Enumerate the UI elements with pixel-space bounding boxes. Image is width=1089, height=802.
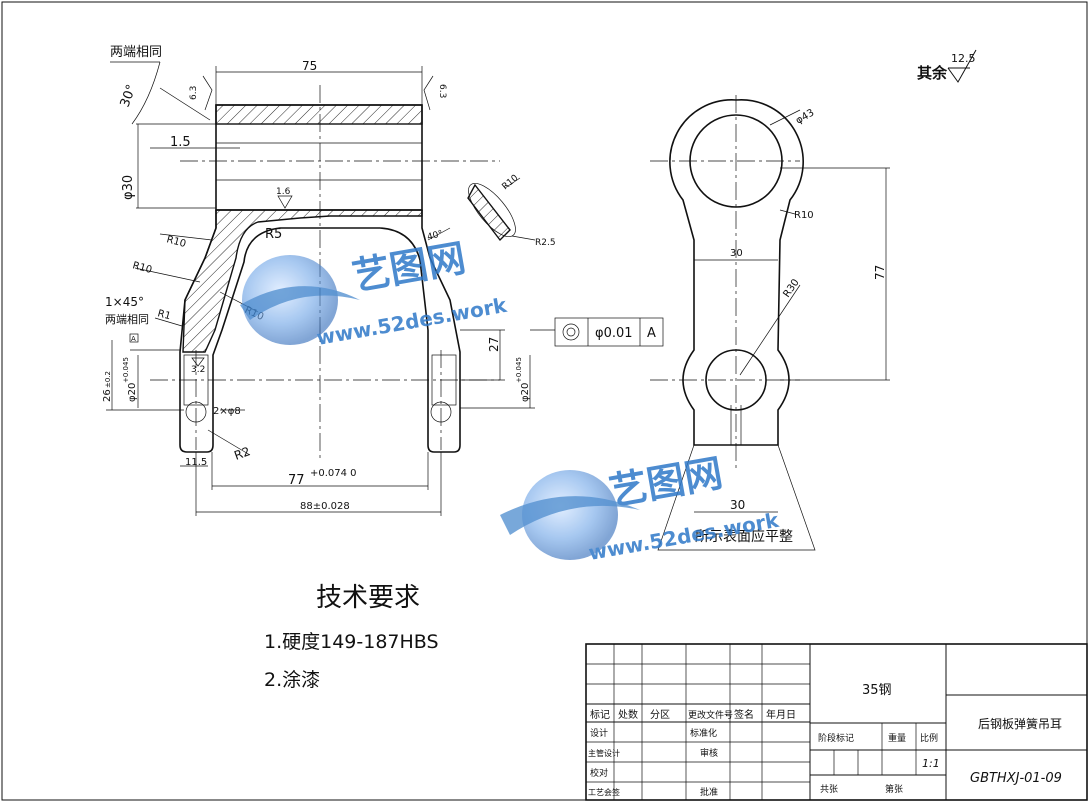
dim-step: 1.5 bbox=[170, 135, 191, 150]
dim-phi20-right-tol: +0.045 bbox=[515, 357, 523, 383]
tolerance-frame bbox=[554, 317, 664, 347]
tb-header-4: 签名 bbox=[734, 708, 754, 721]
dim-phi20-left: φ20 bbox=[127, 383, 138, 402]
r5-label: R5 bbox=[265, 227, 282, 242]
detail-r25: R2.5 bbox=[535, 238, 556, 248]
roughness-right: 6.3 bbox=[437, 84, 447, 98]
tb-header-3: 更改文件号 bbox=[688, 709, 733, 721]
tb-row-6: 批准 bbox=[700, 786, 718, 798]
r1-label: R1 bbox=[156, 308, 172, 322]
watermark-brand-1: 艺图网 bbox=[349, 236, 469, 299]
detail-r10: R10 bbox=[501, 173, 521, 192]
top-width-label: 75 bbox=[302, 59, 317, 73]
part-name: 后钢板弹簧吊耳 bbox=[978, 716, 1062, 731]
r2-label: R2 bbox=[232, 444, 252, 463]
scale-value: 1:1 bbox=[922, 757, 940, 770]
watermark-url-1: www.52des.work bbox=[315, 293, 509, 350]
tolerance-datum: A bbox=[647, 326, 656, 341]
dim-26-tol: ±0.2 bbox=[104, 371, 112, 388]
tb-header-0: 标记 bbox=[590, 709, 610, 721]
drawing-number: GBTHXJ-01-09 bbox=[970, 771, 1062, 786]
tolerance-symbol: ◎ bbox=[564, 337, 565, 339]
tb-header-1: 处数 bbox=[618, 708, 638, 721]
note-both-ends-bottom: 两端相同 bbox=[105, 313, 149, 326]
title-block: 标记 处数 分区 更改文件号 签名 年月日 设计 标准化 主管设计 审核 校对 … bbox=[585, 643, 1088, 801]
r10-right: R10 bbox=[794, 210, 814, 221]
weight-label: 重量 bbox=[888, 732, 906, 744]
dim-phi20-left-tol: +0.045 bbox=[122, 357, 130, 383]
sheet-total: 共张 bbox=[820, 784, 838, 795]
roughness-symbol: 其余 12.5 bbox=[917, 49, 977, 83]
tb-row-0: 设计 bbox=[590, 727, 608, 739]
r10-b: R10 bbox=[131, 260, 153, 276]
tb-row-3: 审核 bbox=[700, 747, 718, 759]
tb-row-5: 工艺会签 bbox=[588, 787, 620, 797]
dim-77-right: 77 bbox=[873, 265, 887, 280]
dim-bore: φ30 bbox=[121, 175, 136, 200]
chamfer-label: 1×45° bbox=[105, 295, 144, 309]
datum-a: A bbox=[131, 335, 136, 343]
dim-115: 11.5 bbox=[185, 457, 207, 468]
dim-27: 27 bbox=[487, 337, 501, 352]
angle-40: 40° bbox=[426, 229, 444, 243]
dim-30-top: 30 bbox=[730, 248, 743, 259]
roughness-label: 其余 bbox=[917, 64, 948, 82]
roughness-left: 6.3 bbox=[189, 86, 199, 100]
note-item-1: 1.硬度149-187HBS bbox=[264, 631, 439, 653]
watermark-1: 艺图网 www.52des.work bbox=[240, 236, 509, 350]
roughness-value: 12.5 bbox=[951, 52, 976, 65]
tb-row-4: 校对 bbox=[590, 767, 608, 779]
r30-label: R30 bbox=[781, 277, 801, 299]
r10-a: R10 bbox=[165, 234, 187, 250]
phi43-label: φ43 bbox=[794, 107, 816, 126]
dim-phi20-right: φ20 bbox=[520, 383, 531, 402]
holes-label: 2×φ8 bbox=[213, 406, 241, 417]
stage-label: 阶段标记 bbox=[818, 732, 854, 744]
dim-88: 88±0.028 bbox=[300, 501, 350, 512]
material: 35钢 bbox=[862, 683, 892, 698]
scale-label: 比例 bbox=[920, 732, 938, 744]
tb-header-2: 分区 bbox=[650, 709, 670, 721]
technical-notes: 技术要求 1.硬度149-187HBS 2.涂漆 bbox=[264, 583, 439, 691]
sheet-no: 第张 bbox=[885, 783, 903, 795]
tolerance-value: φ0.01 bbox=[595, 326, 633, 341]
tb-row-1: 标准化 bbox=[690, 727, 717, 739]
note-both-ends-top: 两端相同 bbox=[110, 45, 162, 60]
dim-30-bottom: 30 bbox=[730, 498, 745, 512]
roughness-low: 3.2 bbox=[191, 365, 205, 375]
surface-note: 所示表面应平整 bbox=[695, 528, 793, 545]
tb-row-2: 主管设计 bbox=[588, 748, 620, 758]
dim-26: 26 bbox=[102, 389, 113, 402]
angle-label: 30° bbox=[118, 83, 140, 110]
note-item-2: 2.涂漆 bbox=[264, 669, 320, 691]
dim-77: 77 bbox=[288, 473, 305, 488]
dim-77-tol: +0.074 0 bbox=[310, 468, 357, 479]
tb-header-5: 年月日 bbox=[766, 708, 796, 721]
notes-title: 技术要求 bbox=[316, 583, 420, 613]
roughness-bore: 1.6 bbox=[276, 187, 291, 197]
watermark-brand-2: 艺图网 bbox=[606, 451, 726, 514]
